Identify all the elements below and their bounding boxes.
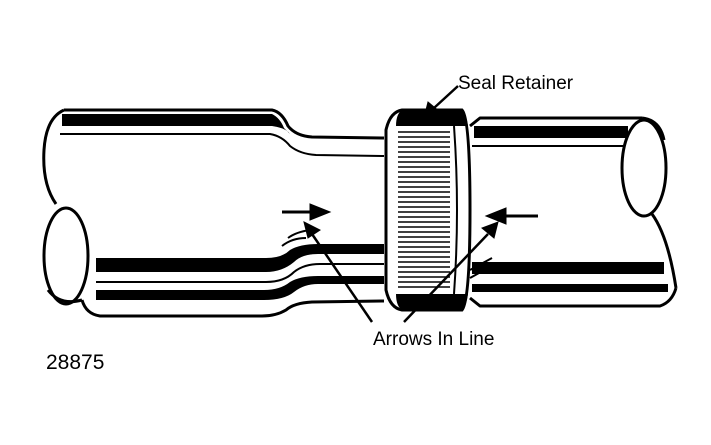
alignment-arrows xyxy=(282,203,538,225)
right-tube-top-band xyxy=(474,126,628,138)
right-tube-opening xyxy=(620,118,668,218)
seal-retainer-leader-head xyxy=(423,101,441,119)
left-tube-bottom-band xyxy=(96,244,384,272)
arrows-in-line-leader-right xyxy=(403,233,489,323)
left-tube-opening xyxy=(42,206,90,306)
left-tube-outline xyxy=(64,108,385,318)
ring-top-cap xyxy=(396,110,468,126)
right-tube-end-upper xyxy=(641,116,666,141)
seal-retainer-ring xyxy=(384,108,472,312)
ring-bottom-cap xyxy=(396,294,468,310)
left-tube-bottom-band-2 xyxy=(96,276,384,300)
leader-lines xyxy=(303,85,499,323)
right-alignment-arrow-head xyxy=(484,207,507,225)
left-tube-end-lower xyxy=(46,289,83,304)
arrows-in-line-leader-left xyxy=(310,233,374,323)
seal-retainer-label: Seal Retainer xyxy=(458,73,574,94)
left-alignment-arrow-head xyxy=(309,203,332,221)
right-tube-end-lower xyxy=(650,213,678,289)
left-tube-neck-accent xyxy=(281,229,311,247)
seal-retainer-leader-line xyxy=(433,85,459,109)
arrows-in-line-leader-right-head xyxy=(481,221,499,239)
left-tube xyxy=(42,108,385,318)
right-tube-outline xyxy=(469,116,678,308)
right-tube-wedge xyxy=(469,257,493,279)
ring-inner-edge xyxy=(453,125,458,295)
arrows-in-line-label: Arrows In Line xyxy=(373,329,495,350)
arrows-in-line-leader-left-head xyxy=(303,221,321,239)
right-tube xyxy=(469,116,678,308)
ring-outline xyxy=(384,108,472,312)
left-tube-top-stripe xyxy=(60,133,385,157)
right-tube-bottom-band-2 xyxy=(472,284,668,292)
ring-knurl-lines xyxy=(398,131,450,288)
figure-number-label: 28875 xyxy=(46,351,105,374)
left-tube-end-upper xyxy=(42,108,65,205)
left-tube-top-band xyxy=(62,114,290,134)
right-tube-bottom-band xyxy=(472,262,664,274)
left-tube-bottom-stripe xyxy=(96,263,384,283)
